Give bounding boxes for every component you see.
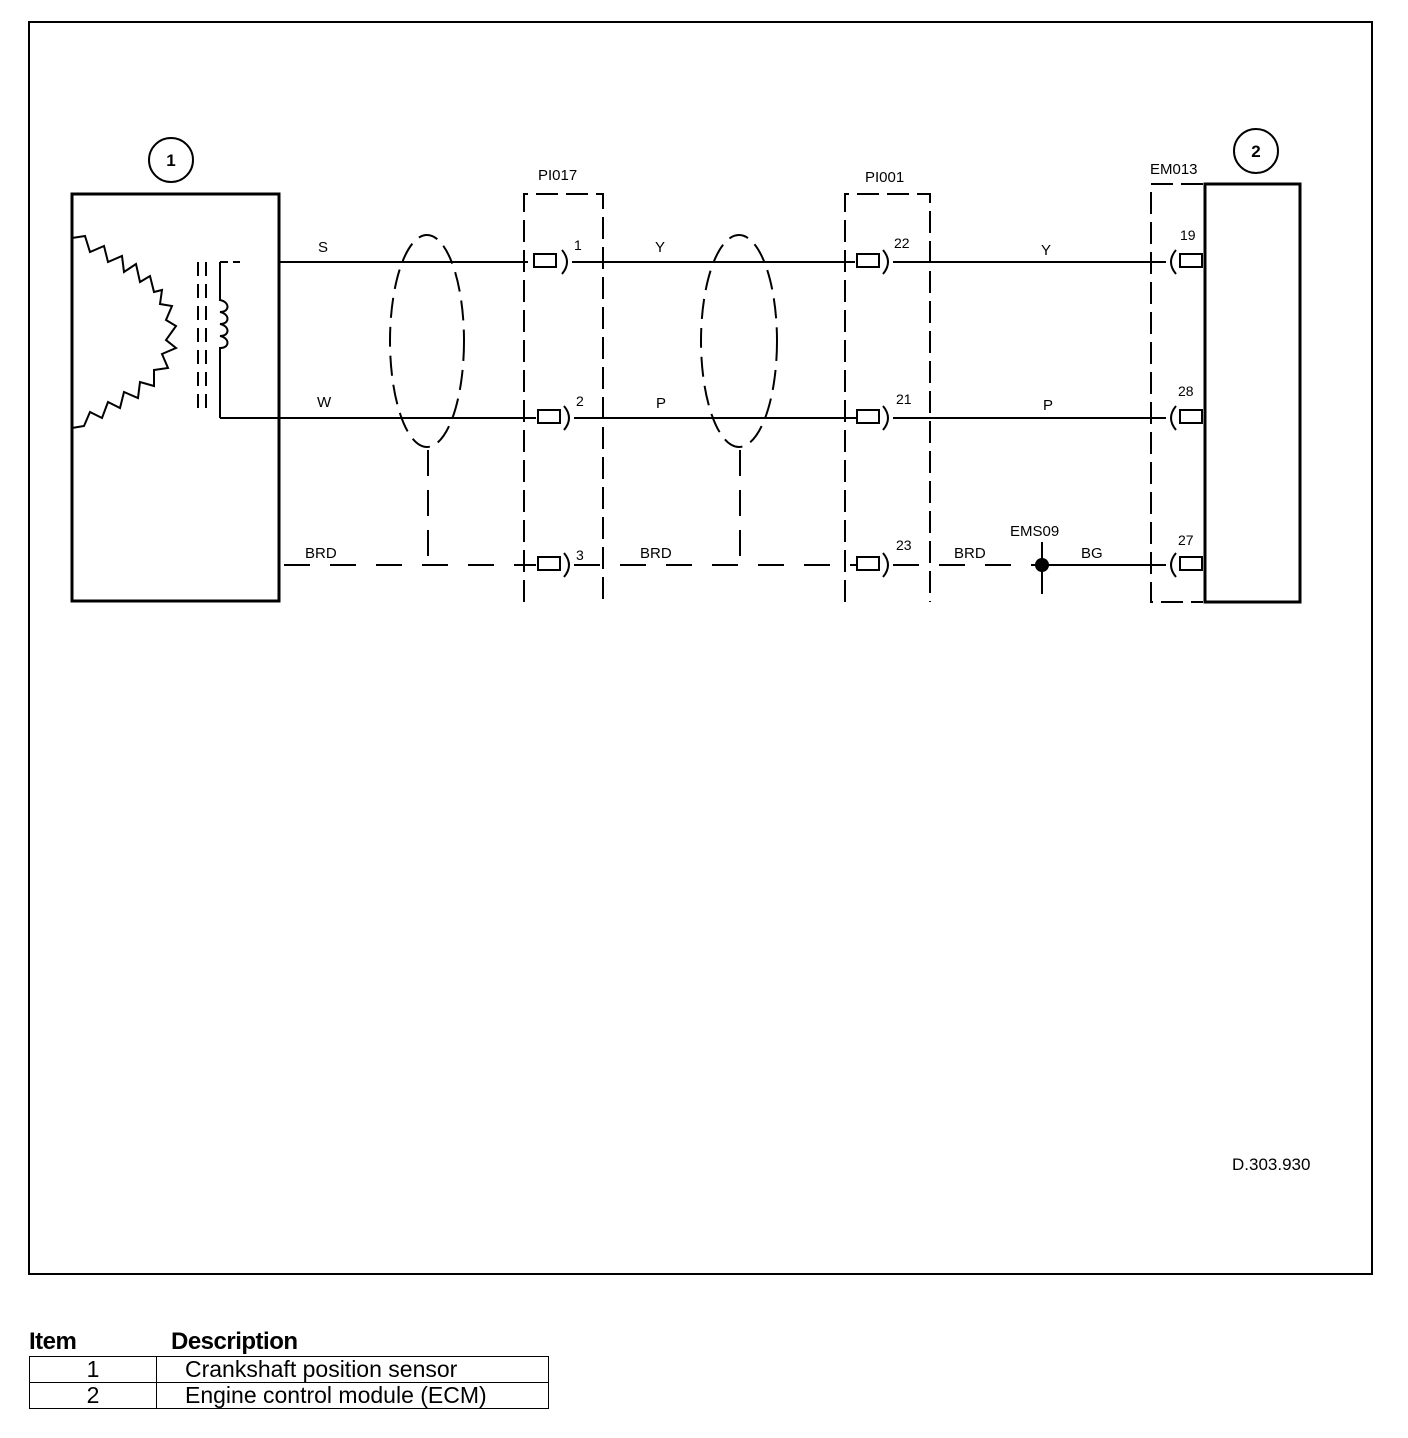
legend-header: Item Description (29, 1326, 549, 1356)
pin-number: 2 (576, 393, 584, 409)
wire-label-s: S (318, 239, 328, 256)
terminal-pi017-3 (537, 552, 570, 578)
terminal-em013-27 (1170, 552, 1203, 578)
legend-item-description: Engine control module (ECM) (156, 1382, 549, 1409)
pin-number: 23 (896, 537, 912, 553)
connector-em013-label: EM013 (1150, 161, 1198, 178)
connector-pi017-label: PI017 (538, 167, 577, 184)
terminal-pi001-22 (856, 249, 889, 275)
wiring-diagram: 1 2 PI017 PI001 EM013 EMS09 (28, 21, 1373, 1275)
pin-number: 19 (1180, 227, 1196, 243)
legend-header-item: Item (29, 1328, 77, 1355)
wire-label-bg: BG (1081, 545, 1103, 562)
legend: Item Description 1 Crankshaft position s… (29, 1326, 549, 1409)
legend-item-number: 2 (29, 1382, 157, 1409)
splice-ems09 (1035, 542, 1049, 594)
terminal-pi001-23 (856, 552, 889, 578)
wire-label-y-1: Y (655, 239, 665, 256)
crankshaft-position-sensor (70, 192, 281, 603)
pin-number: 27 (1178, 532, 1194, 548)
terminal-pi017-2 (537, 405, 570, 431)
connector-pi001 (844, 193, 931, 602)
wire-label-brd-2: BRD (640, 545, 672, 562)
pin-number: 1 (574, 237, 582, 253)
splice-label: EMS09 (1010, 523, 1059, 540)
reluctor-wheel-icon (71, 234, 178, 429)
wire-label-p-1: P (656, 395, 666, 412)
component-1-number: 1 (166, 151, 175, 170)
connector-em013 (1150, 183, 1203, 603)
legend-item-description: Crankshaft position sensor (156, 1356, 549, 1383)
pickup-coil-icon (219, 262, 229, 418)
drawing-reference: D.303.930 (1232, 1155, 1310, 1174)
wire-label-brd-1: BRD (305, 545, 337, 562)
connector-pi017 (523, 193, 604, 602)
wire-label-y-2: Y (1041, 242, 1051, 259)
terminal-pi017-1 (533, 249, 568, 275)
shield-2 (700, 234, 778, 565)
legend-header-description: Description (171, 1328, 298, 1355)
terminal-em013-19 (1170, 249, 1203, 275)
pin-number: 28 (1178, 383, 1194, 399)
engine-control-module (1203, 182, 1302, 604)
table-row: 2 Engine control module (ECM) (29, 1382, 549, 1409)
component-2-marker (1233, 128, 1279, 174)
terminal-em013-28 (1170, 405, 1203, 431)
legend-item-number: 1 (29, 1356, 157, 1383)
wire-label-w: W (317, 394, 332, 411)
pin-number: 21 (896, 391, 912, 407)
legend-table: 1 Crankshaft position sensor 2 Engine co… (29, 1356, 549, 1409)
connector-pi001-label: PI001 (865, 169, 904, 186)
table-row: 1 Crankshaft position sensor (29, 1356, 549, 1383)
wire-label-brd-3: BRD (954, 545, 986, 562)
diagram-frame (28, 21, 1373, 1275)
component-1-marker (148, 137, 194, 183)
component-2-number: 2 (1251, 142, 1260, 161)
wire-label-p-2: P (1043, 397, 1053, 414)
terminal-pi001-21 (856, 405, 889, 431)
pin-number: 3 (576, 547, 584, 563)
shield-1 (389, 234, 465, 565)
pin-number: 22 (894, 235, 910, 251)
